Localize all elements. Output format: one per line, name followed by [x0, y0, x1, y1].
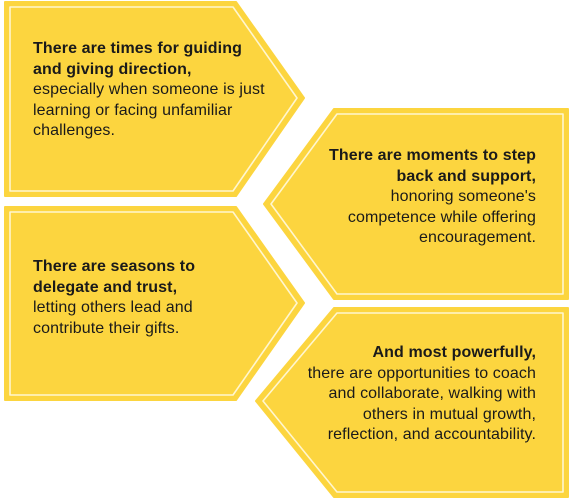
- card-1-shape: [4, 1, 305, 197]
- card-4-text: And most powerfully, there are opportuni…: [300, 343, 536, 446]
- card-2-heading: There are moments to step back and suppo…: [329, 147, 536, 185]
- card-1-text: There are times for guiding and giving d…: [33, 39, 273, 142]
- card-2-body: honoring someone's competence while offe…: [347, 188, 536, 246]
- card-3-shape: [4, 206, 305, 401]
- card-4-shape: [255, 307, 569, 498]
- card-3-heading: There are seasons to delegate and trust,: [33, 258, 196, 296]
- card-2-text: There are moments to step back and suppo…: [300, 146, 536, 249]
- card-1-body: especially when someone is just learning…: [33, 81, 265, 139]
- card-2-shape: [263, 108, 569, 300]
- card-3-text: There are seasons to delegate and trust,…: [33, 257, 263, 339]
- card-1-heading: There are times for guiding and giving d…: [33, 40, 242, 78]
- card-4-heading: And most powerfully,: [372, 344, 536, 361]
- card-4-body: there are opportunities to coach and col…: [307, 364, 536, 444]
- card-3-body: letting others lead and contribute their…: [33, 299, 193, 337]
